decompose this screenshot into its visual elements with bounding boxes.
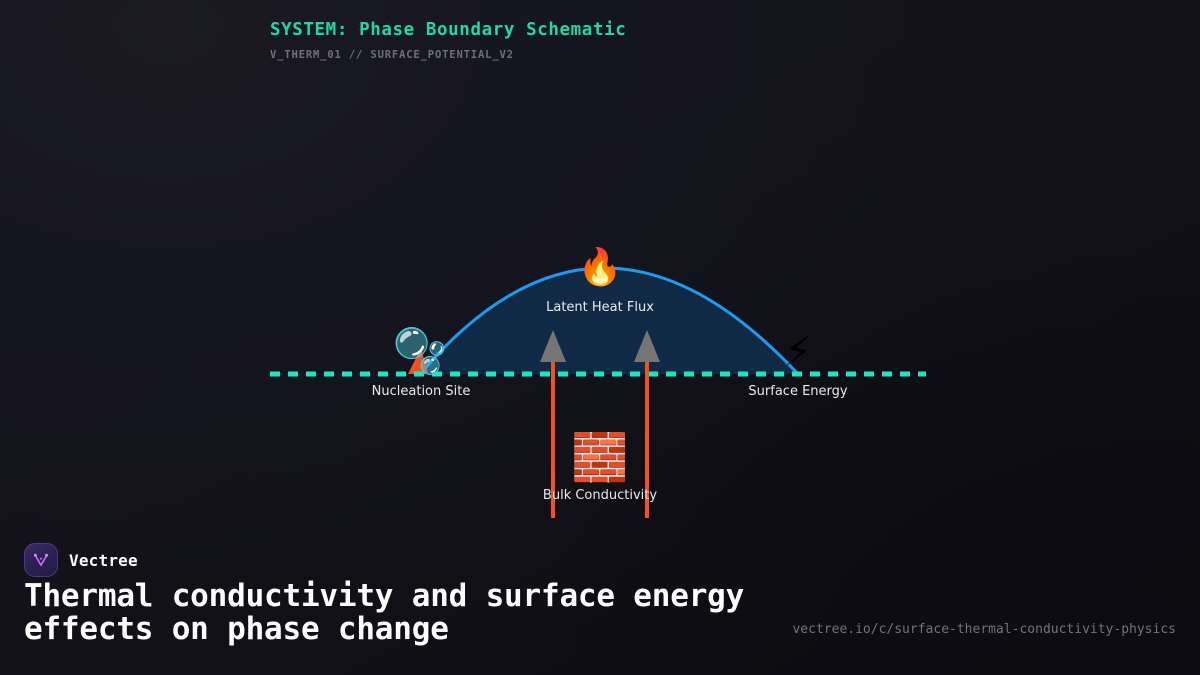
nucleation-site-label: Nucleation Site — [371, 384, 471, 399]
latent-heat-flux-label: Latent Heat Flux — [546, 300, 654, 315]
surface-energy-label: Surface Energy — [748, 384, 848, 399]
system-title: SYSTEM: Phase Boundary Schematic — [270, 20, 627, 40]
brick-wall-icon: 🧱 — [571, 430, 629, 484]
site-url: vectree.io/c/surface-thermal-conductivit… — [792, 622, 1176, 637]
vectree-logo-icon — [24, 543, 58, 577]
system-subtitle: V_THERM_01 // SURFACE_POTENTIAL_V2 — [270, 49, 514, 61]
headline: Thermal conductivity and surface energy … — [24, 578, 745, 648]
brand-block: Vectree — [24, 543, 138, 577]
high-voltage-icon: ⚡ — [783, 329, 813, 375]
bulk-conductivity-label: Bulk Conductivity — [542, 488, 658, 503]
flux-arrow-right-head — [634, 330, 660, 362]
flame-icon: 🔥 — [577, 247, 623, 288]
flux-arrow-left-head — [540, 330, 566, 362]
brand-name: Vectree — [69, 550, 138, 570]
bubbles-icon: 🫧 — [392, 326, 448, 377]
header-block: SYSTEM: Phase Boundary Schematic V_THERM… — [270, 20, 1030, 61]
